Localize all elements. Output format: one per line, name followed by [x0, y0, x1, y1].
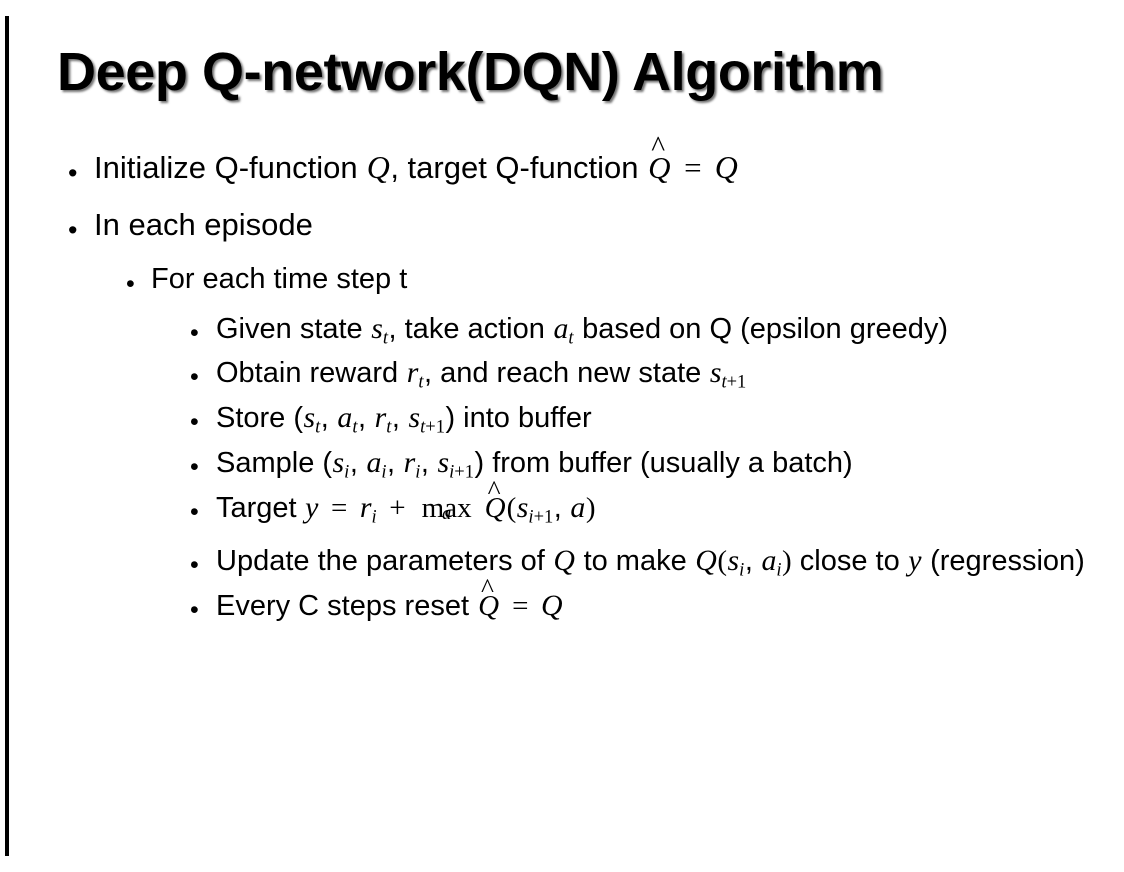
math-s-next: si+1 — [437, 446, 474, 483]
math-Q-rhs: Q — [714, 150, 738, 185]
text-given-state: Given state — [216, 312, 363, 345]
math-equals: = — [512, 589, 529, 622]
math-a: ai — [366, 446, 387, 483]
math-s-next: st+1 — [709, 356, 747, 394]
list-item-text: Given state st, take action at based on … — [216, 310, 1124, 349]
list-item-update-parameters: • Update the parameters of Q to make Q(s… — [0, 542, 1124, 581]
bullet-marker: • — [190, 318, 199, 347]
math-a: a — [570, 490, 586, 524]
math-a: at — [337, 401, 358, 438]
bullet-marker: • — [126, 269, 135, 298]
circumflex-accent: ^ — [487, 474, 501, 506]
math-equals: = — [331, 491, 348, 524]
bullet-marker: • — [68, 158, 78, 188]
math-subscript-t-plus-1: t+1 — [721, 373, 747, 394]
bullet-marker: • — [190, 595, 199, 624]
circumflex-accent: ^ — [481, 571, 494, 603]
list-item-text: Update the parameters of Q to make Q(si,… — [216, 543, 1085, 581]
bullet-marker: • — [190, 453, 199, 482]
text-given-state-post: based on Q (epsilon greedy) — [582, 312, 949, 345]
text-sample-post: ) from buffer (usually a batch) — [474, 447, 853, 480]
list-item-text: In each episode — [94, 206, 313, 242]
math-a: at — [553, 311, 574, 349]
text-sample: Sample ( — [216, 447, 333, 480]
bullet-marker: • — [190, 363, 199, 392]
math-s-next: si+1 — [516, 490, 554, 528]
text-update-tail: (regression) — [930, 544, 1085, 577]
math-s: si — [332, 446, 350, 483]
math-subscript-t: t — [382, 328, 389, 349]
text-target: Target — [216, 491, 297, 524]
math-subscript-t: t — [418, 373, 424, 394]
list-item-for-each-time-step: • For each time step t — [0, 261, 1124, 298]
list-item-text: Obtain reward rt, and reach new state st… — [216, 354, 1124, 393]
math-equals: = — [684, 150, 702, 185]
math-s: st — [371, 311, 389, 349]
text-store: Store ( — [216, 402, 304, 435]
math-Q-hat: ^Q — [478, 571, 500, 622]
text-store-post: ) into buffer — [445, 402, 592, 435]
text-update: Update the parameters of — [216, 544, 545, 577]
math-Q-hat: ^Q — [647, 132, 671, 188]
math-s: st — [303, 401, 321, 438]
list-item-sample: • Sample (si, ai, ri, si+1) from buffer … — [0, 444, 1124, 483]
math-s-next: st+1 — [408, 401, 445, 438]
text-update-post: close to — [799, 544, 900, 577]
math-Q-rhs: Q — [541, 588, 563, 622]
text-update-mid: to make — [583, 544, 687, 577]
math-max-limit-a: a — [442, 502, 452, 524]
math-Q-fn: Q — [695, 543, 717, 577]
math-y: y — [908, 543, 922, 577]
list-item-text: Initialize Q-function Q, target Q-functi… — [94, 132, 1124, 189]
math-Q: Q — [366, 150, 390, 185]
bullet-marker: • — [190, 550, 199, 579]
math-r-i: ri — [359, 490, 377, 528]
text-obtain-reward-mid: , and reach new state — [423, 357, 702, 390]
text-given-state-mid: , take action — [388, 312, 545, 345]
math-y: y — [305, 490, 319, 524]
page-title: Deep Q-network(DQN) Algorithm — [57, 42, 884, 102]
math-r: rt — [374, 401, 392, 438]
bullet-marker: • — [190, 497, 199, 526]
math-Q: Q — [553, 543, 575, 577]
list-item-store: • Store (st, at, rt, st+1) into buffer — [0, 399, 1124, 438]
circumflex-accent: ^ — [651, 131, 666, 164]
math-r: ri — [403, 446, 421, 483]
math-a-i: ai — [761, 543, 782, 581]
math-plus: + — [389, 491, 406, 524]
list-item-text: Every C steps reset ^Q = Q — [216, 571, 1124, 626]
bullet-marker: • — [190, 408, 199, 437]
bullet-marker: • — [68, 214, 78, 245]
text-every-c-steps: Every C steps reset — [216, 589, 470, 622]
list-item-text: Sample (si, ai, ri, si+1) from buffer (u… — [216, 446, 853, 483]
math-max-label: max — [421, 491, 472, 524]
math-subscript-t: t — [568, 328, 574, 349]
bullet-list: • Initialize Q-function Q, target Q-func… — [0, 132, 1124, 631]
list-item-obtain-reward: • Obtain reward rt, and reach new state … — [0, 354, 1124, 393]
text-initialize-mid: , target Q-function — [390, 150, 639, 185]
list-item-initialize: • Initialize Q-function Q, target Q-func… — [0, 132, 1124, 189]
math-r: rt — [406, 356, 424, 394]
math-Q-hat: ^Q — [484, 474, 506, 524]
math-s-i: si — [727, 543, 745, 581]
list-item-text: Store (st, at, rt, st+1) into buffer — [216, 401, 592, 438]
list-item-given-state: • Given state st, take action at based o… — [0, 310, 1124, 349]
slide-left-rule — [5, 16, 9, 856]
text-obtain-reward: Obtain reward — [216, 357, 399, 390]
list-item-in-each-episode: • In each episode — [0, 205, 1124, 245]
text-initialize: Initialize Q-function — [94, 150, 358, 185]
list-item-text: For each time step t — [151, 262, 408, 295]
math-Q-base: Q — [648, 150, 671, 185]
list-item-every-c-steps: • Every C steps reset ^Q = Q — [0, 571, 1124, 626]
